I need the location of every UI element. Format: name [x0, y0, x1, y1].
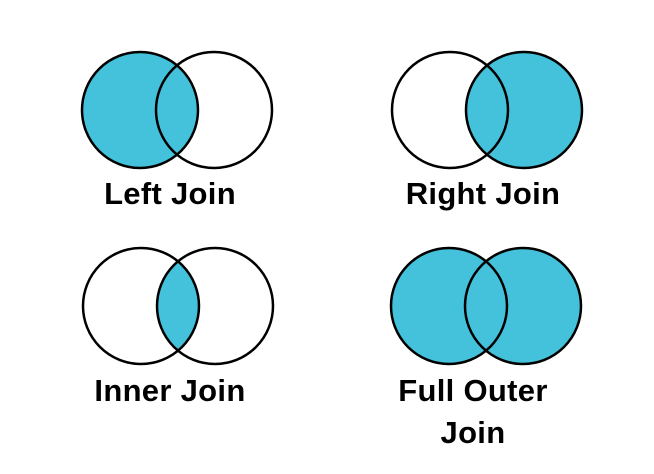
right-circle-fill	[465, 248, 581, 364]
right-join-venn-svg	[390, 50, 584, 170]
intersection-lens	[157, 261, 199, 351]
right-circle	[463, 246, 583, 366]
right-circle	[464, 50, 584, 170]
left-circle-fill	[82, 52, 198, 168]
left-join-venn	[57, 47, 297, 173]
left-circle	[390, 50, 510, 170]
inner-join-venn-svg	[81, 246, 275, 366]
right-circle	[155, 246, 275, 366]
right-circle	[154, 50, 274, 170]
full-outer-join-venn-svg	[389, 246, 583, 366]
full-outer-join-label: Full Outer Join	[398, 373, 548, 450]
left-join-venn-svg	[80, 50, 274, 170]
right-join-label: Right Join	[405, 176, 561, 211]
inner-join-venn	[58, 243, 298, 369]
right-join-venn	[367, 47, 607, 173]
left-join-label: Left Join	[104, 176, 236, 211]
right-circle-fill	[466, 52, 582, 168]
left-circle	[80, 50, 200, 170]
left-circle	[389, 246, 509, 366]
left-circle	[81, 246, 201, 366]
full-outer-join-venn	[366, 243, 606, 369]
inner-join-label: Inner Join	[94, 373, 246, 408]
